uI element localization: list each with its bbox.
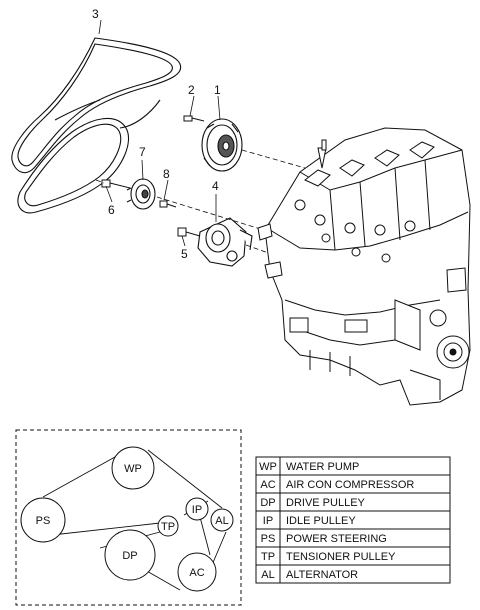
pulley-al-label: AL <box>215 515 228 527</box>
belt-routing-box <box>15 429 242 606</box>
legend-code: IP <box>263 515 273 527</box>
pulley-ip-label: IP <box>192 504 202 516</box>
pulley-ac-label: AC <box>189 567 204 579</box>
pulley-wp-circle <box>111 446 155 490</box>
legend-code: AL <box>261 569 274 581</box>
legend-name: WATER PUMP <box>286 461 359 473</box>
callout-5: 5 <box>181 247 188 261</box>
callout-1: 1 <box>214 83 221 97</box>
callout-8: 8 <box>163 167 170 181</box>
legend-code: DP <box>260 497 275 509</box>
pulley-tp-label: TP <box>161 521 175 533</box>
tensioner-drawing <box>197 217 253 267</box>
legend-row: IP IDLE PULLEY <box>263 515 357 527</box>
pulley-ps-circle <box>20 497 66 543</box>
pulley-tp-circle <box>157 515 179 537</box>
water-pump-pulley-drawing <box>201 118 243 172</box>
legend-code: TP <box>261 551 275 563</box>
pulley-ip-circle <box>185 497 209 521</box>
bolt-5-drawing <box>177 227 201 237</box>
pulley-ac-circle <box>177 552 217 592</box>
legend-name: IDLE PULLEY <box>286 515 356 527</box>
callout-7: 7 <box>139 145 146 159</box>
callout-2: 2 <box>188 83 195 97</box>
callout-4: 4 <box>212 179 219 193</box>
legend-row: WP WATER PUMP <box>259 461 359 473</box>
legend-code: WP <box>259 461 277 473</box>
leader-lines <box>98 19 221 247</box>
legend-code: AC <box>260 479 275 491</box>
bolt-2-drawing <box>183 115 205 122</box>
legend-row: DP DRIVE PULLEY <box>260 497 365 509</box>
legend-name: AIR CON COMPRESSOR <box>286 479 414 491</box>
pulley-al-circle <box>210 508 234 532</box>
drive-belt-drawing <box>11 37 182 214</box>
legend-name: TENSIONER PULLEY <box>286 551 396 563</box>
callout-6: 6 <box>108 203 115 217</box>
callout-3: 3 <box>92 7 99 21</box>
engine-block-drawing <box>257 127 471 406</box>
legend-row: TP TENSIONER PULLEY <box>261 551 396 563</box>
legend-table: WP WATER PUMP AC AIR CON COMPRESSOR DP D… <box>255 456 451 584</box>
pulley-dp-label: DP <box>122 550 137 562</box>
idler-pulley-drawing <box>126 178 156 210</box>
legend-row: PS POWER STEERING <box>261 533 387 545</box>
pulley-dp-circle <box>104 529 156 581</box>
legend-row: AL ALTERNATOR <box>261 569 358 581</box>
pulley-wp-label: WP <box>124 463 142 475</box>
legend-name: ALTERNATOR <box>286 569 358 581</box>
legend-name: POWER STEERING <box>286 533 387 545</box>
pulley-ps-label: PS <box>36 515 51 527</box>
belt-routing-pulleys <box>20 446 234 592</box>
bolt-8-drawing <box>159 200 177 208</box>
legend-code: PS <box>261 533 276 545</box>
legend-row: AC AIR CON COMPRESSOR <box>260 479 414 491</box>
legend-name: DRIVE PULLEY <box>286 497 366 509</box>
